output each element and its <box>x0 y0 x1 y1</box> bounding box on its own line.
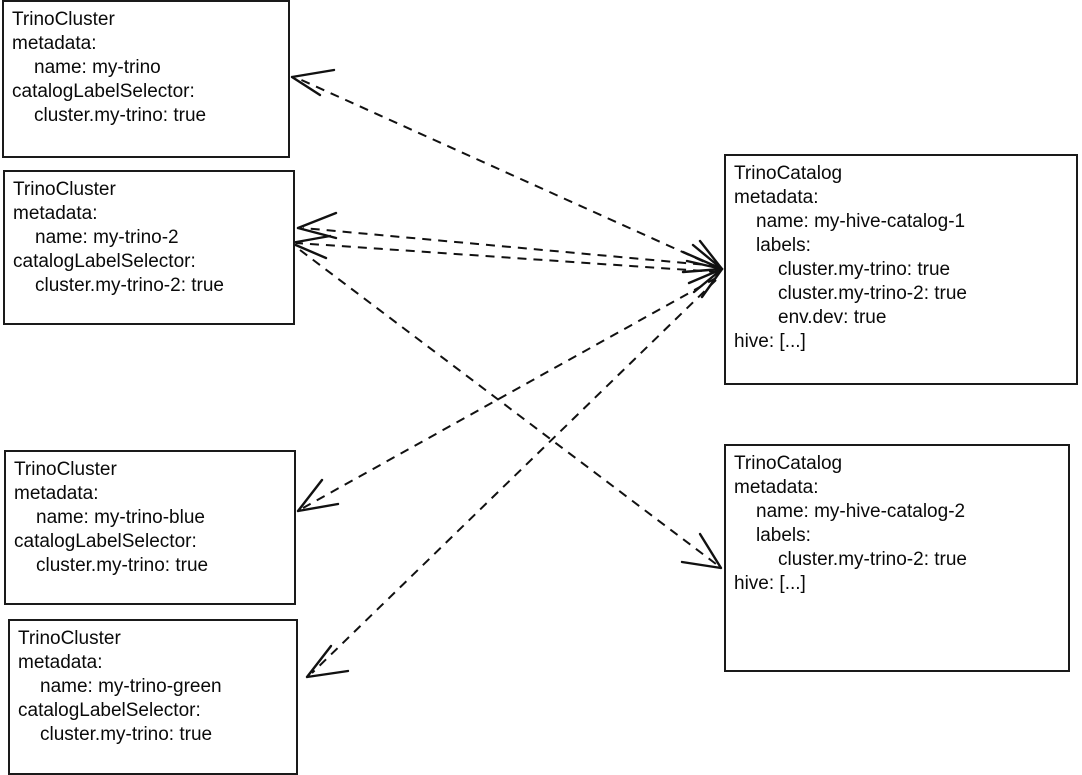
node-line-kind: TrinoCluster <box>14 459 117 480</box>
node-line-name: name: my-hive-catalog-2 <box>756 501 966 522</box>
node-line-selector-entry: cluster.my-trino-2: true <box>35 275 224 296</box>
node-line-selector-entry: cluster.my-trino: true <box>40 724 213 745</box>
node-line-metadata: metadata: <box>13 203 98 224</box>
node-line-label-entry: cluster.my-trino: true <box>778 259 951 280</box>
edge-arrowhead-catalog1-c <box>681 243 724 274</box>
node-line-label-entry: env.dev: true <box>778 307 887 328</box>
node-line-selector: catalogLabelSelector: <box>18 700 201 721</box>
node-line-name: name: my-hive-catalog-1 <box>756 211 966 232</box>
edge-catalog1-to-my-trino-blue <box>302 277 717 509</box>
edge-arrowhead-catalog1-a <box>681 250 724 285</box>
edge-catalog1-to-my-trino-green <box>311 279 717 674</box>
node-line-kind: TrinoCatalog <box>734 163 843 184</box>
node-line-name: name: my-trino-2 <box>35 227 179 248</box>
edge-catalog1-to-my-trino-2-b <box>295 242 719 273</box>
node-line-label-entry: cluster.my-trino-2: true <box>778 549 967 570</box>
edge-catalog1-to-my-trino-2 <box>302 227 719 267</box>
edge-arrowhead-my-trino-green <box>305 644 350 679</box>
node-line-metadata: metadata: <box>734 477 819 498</box>
node-line-label-entry: cluster.my-trino-2: true <box>778 283 967 304</box>
node-line-metadata: metadata: <box>12 33 97 54</box>
edge-arrowhead-catalog1-d <box>698 239 724 299</box>
edge-my-trino-2-to-catalog2 <box>299 249 717 565</box>
node-line-name: name: my-trino <box>34 57 161 78</box>
edge-arrowhead-catalog1-b <box>685 259 724 294</box>
edge-arrowhead-my-trino <box>290 68 336 97</box>
node-line-kind: TrinoCluster <box>12 9 115 30</box>
node-trinocluster-my-trino-green[interactable]: TrinoCluster metadata: name: my-trino-gr… <box>8 619 298 775</box>
edge-arrowhead-catalog2 <box>680 532 723 570</box>
node-trinocatalog-my-hive-catalog-1[interactable]: TrinoCatalog metadata: name: my-hive-cat… <box>724 154 1078 385</box>
node-line-selector: catalogLabelSelector: <box>14 531 197 552</box>
node-line-selector: catalogLabelSelector: <box>12 81 195 102</box>
node-line-hive: hive: [...] <box>734 331 806 352</box>
node-line-hive: hive: [...] <box>734 573 806 594</box>
node-line-name: name: my-trino-green <box>40 676 222 697</box>
node-line-kind: TrinoCluster <box>18 628 121 649</box>
node-line-name: name: my-trino-blue <box>36 507 205 528</box>
node-line-labels: labels: <box>756 525 811 546</box>
node-line-selector: catalogLabelSelector: <box>13 251 196 272</box>
edge-arrowhead-my-trino-blue <box>296 478 340 513</box>
node-line-selector-entry: cluster.my-trino: true <box>36 555 209 576</box>
node-trinocatalog-my-hive-catalog-2[interactable]: TrinoCatalog metadata: name: my-hive-cat… <box>724 444 1070 672</box>
edge-catalog1-to-my-trino <box>296 77 719 269</box>
node-line-kind: TrinoCluster <box>13 179 116 200</box>
edge-arrowhead-my-trino-2-a <box>296 211 338 240</box>
node-line-kind: TrinoCatalog <box>734 453 843 474</box>
node-trinocluster-my-trino-blue[interactable]: TrinoCluster metadata: name: my-trino-bl… <box>4 450 296 605</box>
node-trinocluster-my-trino[interactable]: TrinoCluster metadata: name: my-trino ca… <box>2 0 290 158</box>
node-line-metadata: metadata: <box>734 187 819 208</box>
edge-arrowhead-my-trino-2-b <box>289 234 332 260</box>
node-line-selector-entry: cluster.my-trino: true <box>34 105 207 126</box>
node-line-metadata: metadata: <box>18 652 103 673</box>
node-line-metadata: metadata: <box>14 483 99 504</box>
node-line-labels: labels: <box>756 235 811 256</box>
node-trinocluster-my-trino-2[interactable]: TrinoCluster metadata: name: my-trino-2 … <box>3 170 295 325</box>
